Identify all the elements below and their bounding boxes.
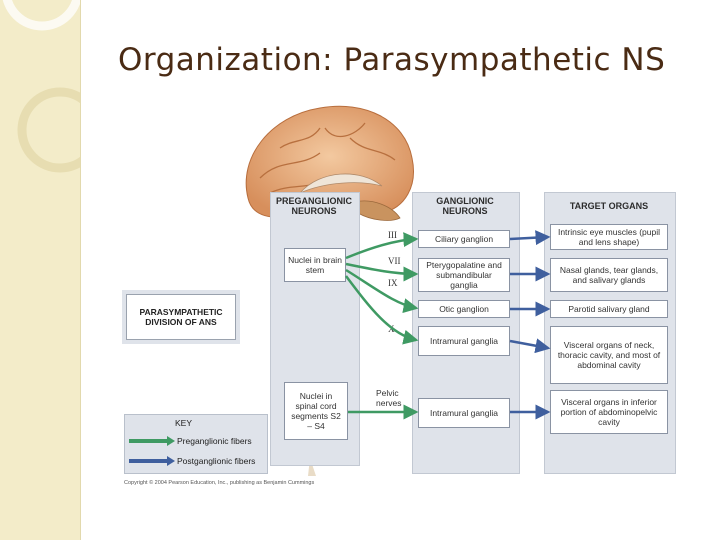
target-box-parotid: Parotid salivary gland xyxy=(550,300,668,318)
key-preganglionic-label: Preganglionic fibers xyxy=(177,436,252,446)
target-organs-header: TARGET ORGANS xyxy=(569,201,649,211)
ganglion-box-pterygopalatine: Pterygopalatine and submandibular gangli… xyxy=(418,258,510,292)
legend-key: KEY Preganglionic fibers Postganglionic … xyxy=(124,414,268,474)
copyright-text: Copyright © 2004 Pearson Education, Inc.… xyxy=(124,480,315,486)
preganglionic-arrow-ix xyxy=(345,268,419,314)
ganglion-box-intramural-2: Intramural ganglia xyxy=(418,398,510,428)
preganglionic-arrow-iii xyxy=(345,232,419,260)
key-arrows xyxy=(129,436,175,466)
fiber-arrows xyxy=(345,230,551,420)
ganglion-box-ciliary: Ciliary ganglion xyxy=(418,230,510,248)
target-box-eye-muscles: Intrinsic eye muscles (pupil and lens sh… xyxy=(550,224,668,250)
nerve-label-ix: IX xyxy=(388,278,398,288)
preganglionic-arrow-x xyxy=(345,275,419,345)
ganglion-box-intramural-1: Intramural ganglia xyxy=(418,326,510,356)
parasympathetic-diagram: PREGANGLIONIC NEURONS GANGLIONIC NEURONS… xyxy=(120,98,680,493)
nerve-label-vii: VII xyxy=(388,256,401,266)
ganglionic-header: GANGLIONIC NEURONS xyxy=(436,196,494,216)
target-box-visceral-thoracic: Visceral organs of neck, thoracic cavity… xyxy=(550,326,668,384)
key-postganglionic-label: Postganglionic fibers xyxy=(177,456,256,466)
preganglionic-arrow-vii xyxy=(345,262,419,282)
key-title: KEY xyxy=(175,418,193,428)
target-box-nasal-glands: Nasal glands, tear glands, and salivary … xyxy=(550,258,668,292)
decorative-rings xyxy=(2,0,80,173)
postganglionic-arrow-eye xyxy=(509,230,551,246)
postganglionic-arrow-visceral xyxy=(509,338,551,354)
nerve-label-iii: III xyxy=(388,230,397,240)
division-label: PARASYMPATHETIC DIVISION OF ANS xyxy=(126,294,236,340)
side-decoration-strip xyxy=(0,0,81,540)
nuclei-spinal-cord-box: Nuclei in spinal cord segments S2 – S4 xyxy=(284,382,348,440)
target-box-visceral-pelvic: Visceral organs in inferior portion of a… xyxy=(550,390,668,434)
ganglion-box-otic: Otic ganglion xyxy=(418,300,510,318)
slide-title: Organization: Parasympathetic NS xyxy=(118,42,666,78)
preganglionic-header: PREGANGLIONIC NEURONS xyxy=(275,196,352,216)
nerve-label-pelvic: Pelvic nerves xyxy=(376,388,402,408)
nuclei-brain-stem-box: Nuclei in brain stem xyxy=(284,248,346,282)
